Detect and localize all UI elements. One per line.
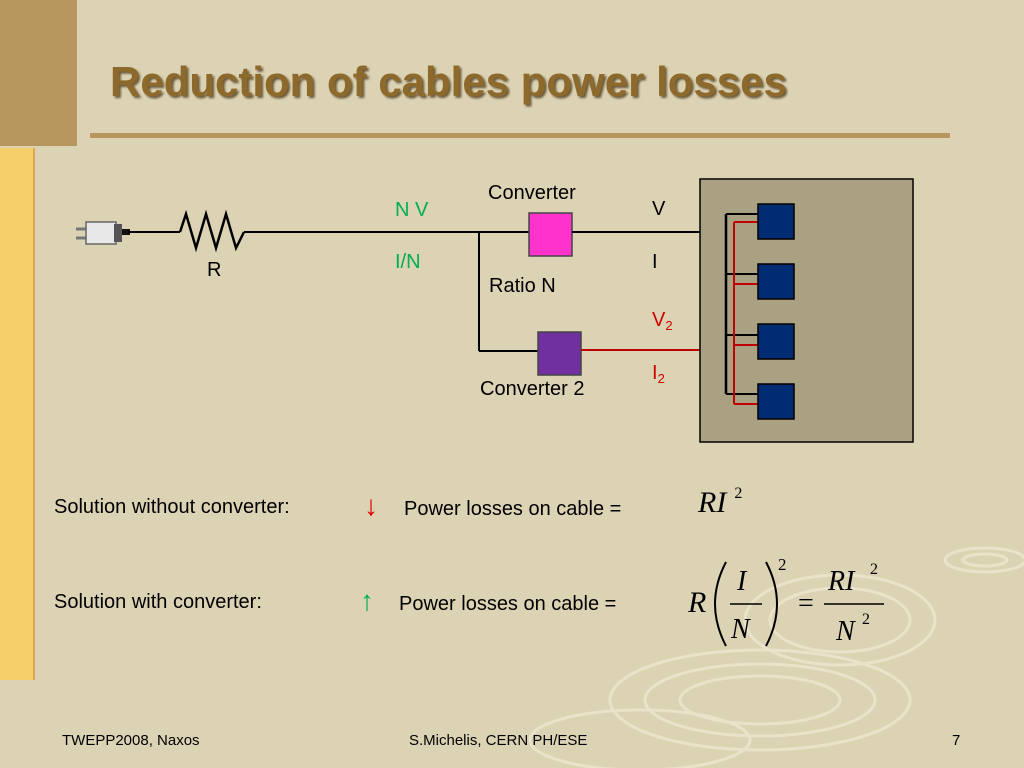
load-panel <box>699 178 914 443</box>
formula2-r: R <box>687 586 706 619</box>
formula-ri2: RI 2 <box>698 485 742 520</box>
formula2-rhs-num-exp: 2 <box>870 561 878 578</box>
formula2-den: N <box>730 614 751 645</box>
load-box-2 <box>757 263 795 300</box>
up-arrow-icon: ↑ <box>360 585 374 616</box>
formula1-base: RI <box>698 486 727 519</box>
title-underline <box>90 133 950 138</box>
load-box-1 <box>757 203 795 240</box>
formula2-rhs-den: N <box>835 616 856 647</box>
formula2-eq: = <box>798 588 814 619</box>
i2-text: I <box>652 362 658 384</box>
formula2-rhs-den-exp: 2 <box>862 611 870 628</box>
in-label: I/N <box>395 251 421 273</box>
nv-label: N V <box>395 199 429 221</box>
formula-ri2-n2: R I N 2 = RI 2 N 2 <box>687 555 884 647</box>
i-label: I <box>652 251 658 273</box>
formula2-rhs-num: RI <box>827 566 856 597</box>
v2-label: V2 <box>652 309 673 333</box>
v2-text: V <box>652 309 666 331</box>
load-box-3 <box>757 323 795 360</box>
formula2-exp: 2 <box>778 555 787 574</box>
i2-label: I2 <box>652 362 665 386</box>
converter-label: Converter <box>488 182 576 204</box>
i2-subscript: 2 <box>657 371 665 386</box>
power-plug-icon <box>76 221 130 245</box>
converter2-label: Converter 2 <box>480 378 585 400</box>
converter2-box <box>537 331 582 376</box>
footer-event: TWEPP2008, Naxos <box>62 732 200 749</box>
v-label: V <box>652 198 666 220</box>
page-number: 7 <box>952 732 961 749</box>
down-arrow-icon: ↓ <box>364 490 378 521</box>
solution-with-label: Solution with converter: <box>54 591 262 613</box>
load-box-4 <box>757 383 795 420</box>
losses-label-1: Power losses on cable = <box>404 498 622 520</box>
resistor-label: R <box>207 259 222 281</box>
resistor <box>178 209 246 253</box>
losses-label-2: Power losses on cable = <box>399 593 617 615</box>
v2-subscript: 2 <box>665 318 673 333</box>
ratio-label: Ratio N <box>489 275 556 297</box>
formula2-num: I <box>736 566 748 597</box>
solution-without-label: Solution without converter: <box>54 496 290 518</box>
side-accent-bar <box>0 148 35 680</box>
formula1-exp: 2 <box>734 485 743 502</box>
corner-block <box>0 0 77 146</box>
footer-author: S.Michelis, CERN PH/ESE <box>409 732 588 749</box>
converter-box <box>528 212 573 257</box>
slide-title: Reduction of cables power losses <box>110 58 787 105</box>
